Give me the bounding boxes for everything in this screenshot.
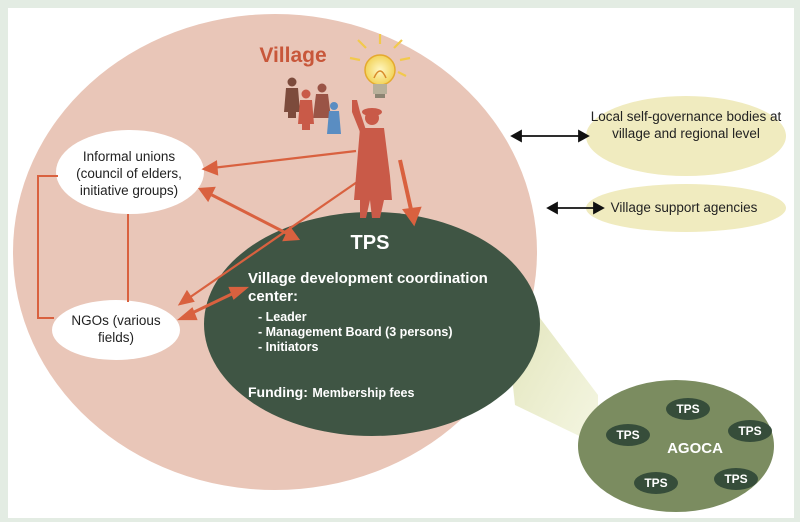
funding-value: Membership fees	[312, 386, 415, 400]
support-agencies-bubble	[586, 184, 786, 232]
villagers-figures	[284, 77, 341, 134]
idea-bulb-icon	[349, 34, 411, 98]
ngos-ellipse	[52, 300, 180, 360]
influence-arrows	[176, 149, 422, 321]
informal-unions-ellipse	[56, 130, 204, 214]
leader-figure	[352, 100, 392, 218]
local-governance-label: Local self-governance bodies at village …	[590, 109, 782, 141]
agoca-member-tps: TPS	[728, 420, 772, 442]
tps-ellipse	[204, 212, 540, 436]
village-title: Village	[259, 44, 327, 67]
agoca-member-tps: TPS	[606, 424, 650, 446]
support-agencies-label: Village support agencies	[610, 200, 758, 215]
agoca-member-tps: TPS	[666, 398, 710, 420]
center-item-board: - Management Board (3 persons)	[258, 325, 453, 339]
agoca-label: AGOCA	[667, 440, 723, 457]
center-item-initiators: - Initiators	[258, 340, 319, 354]
funding-label: Funding:	[248, 384, 308, 400]
informal-unions-label: Informal unions (council of elders, init…	[76, 149, 182, 198]
coordination-center-name: Village development coordination center:	[248, 270, 488, 305]
coordination-center-list: - Leader - Management Board (3 persons) …	[258, 310, 538, 355]
agoca-member-tps: TPS	[714, 468, 758, 490]
support-link	[546, 201, 605, 215]
unions-ngos-connector	[37, 175, 129, 319]
center-item-leader: - Leader	[258, 310, 307, 324]
governance-link	[510, 129, 590, 143]
ngos-label: NGOs (various fields)	[71, 313, 161, 345]
coordination-center-block: Village development coordination center:…	[248, 270, 538, 355]
agoca-member-tps: TPS	[634, 472, 678, 494]
tps-title: TPS	[350, 232, 390, 254]
local-governance-bubble	[586, 96, 786, 176]
funding-line: Funding: Membership fees	[248, 384, 414, 402]
